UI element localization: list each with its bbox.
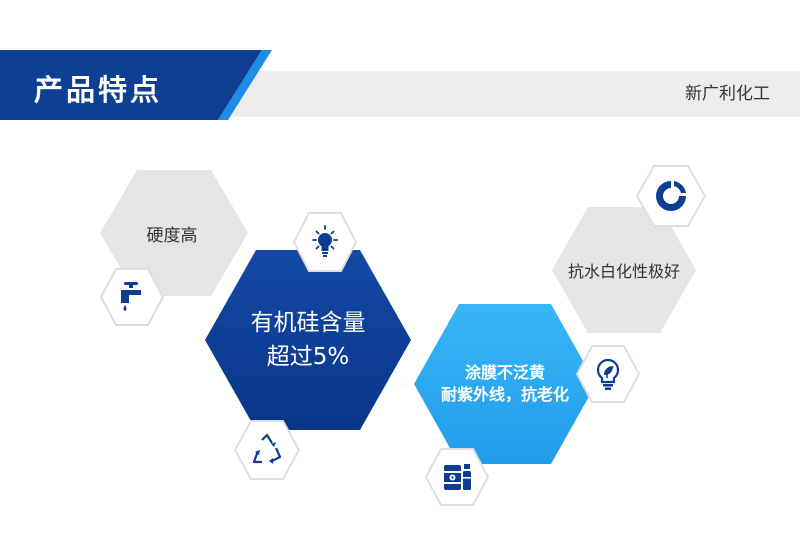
feature-uv-resistance: 涂膜不泛黄 耐紫外线，抗老化: [414, 304, 596, 464]
page-title: 产品特点: [34, 73, 163, 107]
feature-water-whitening: 抗水白化性极好: [552, 207, 696, 333]
faucet-icon: [99, 268, 165, 326]
logo-icon: [635, 165, 707, 227]
header-banner: [0, 50, 272, 120]
feature-line: 涂膜不泛黄: [464, 363, 545, 382]
feature-line: 耐紫外线，抗老化: [440, 385, 569, 404]
lightbulb-icon: [292, 212, 358, 272]
feature-line: 有机硅含量: [250, 310, 366, 336]
feature-label: 硬度高: [146, 225, 198, 246]
feature-hardness: 硬度高: [100, 170, 248, 296]
feature-silicone-content: 有机硅含量 超过5%: [205, 250, 411, 430]
feature-line: 超过5%: [266, 344, 350, 370]
barrel-icon: [424, 448, 490, 506]
recycle-icon: [233, 420, 301, 480]
brand-name: 新广利化工: [685, 84, 770, 104]
feature-label: 抗水白化性极好: [567, 262, 680, 281]
eco-bulb-icon: [575, 345, 641, 403]
